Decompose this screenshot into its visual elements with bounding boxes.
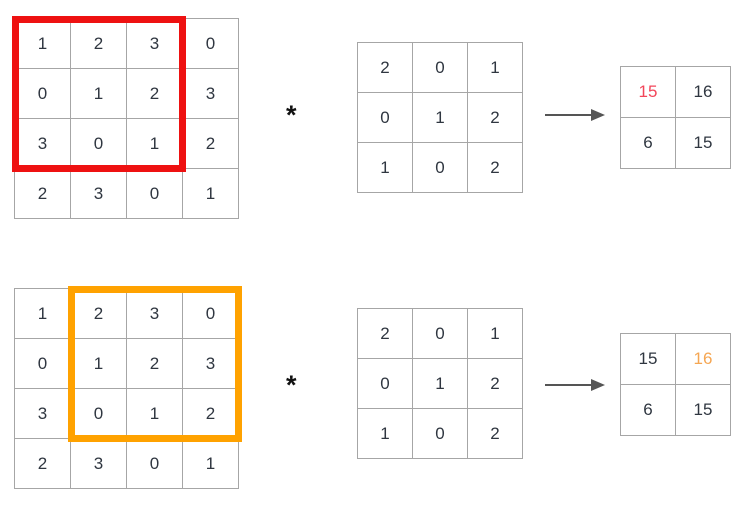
matrix-cell: 2 [183,119,238,168]
matrix-cell: 3 [127,19,182,68]
matrix-cell: 15 [676,118,730,168]
matrix-cell: 2 [15,169,70,218]
matrix-cell: 2 [468,359,522,408]
matrix-cell: 1 [358,409,412,458]
matrix-cell: 0 [15,339,70,388]
matrix-cell: 0 [413,143,467,192]
matrix-cell: 3 [183,69,238,118]
matrix-cell: 0 [183,289,238,338]
matrix-cell: 0 [413,43,467,92]
matrix-cell: 0 [358,359,412,408]
matrix-cell: 1 [413,359,467,408]
matrix-cell: 2 [183,389,238,438]
matrix-cell: 0 [183,19,238,68]
matrix-cell: 15 [621,67,675,117]
matrix-cell: 2 [358,309,412,358]
matrix-cell: 0 [413,409,467,458]
convolution-operator: * [286,100,297,130]
matrix-cell: 0 [71,389,126,438]
matrix-cell: 1 [183,169,238,218]
matrix-cell: 3 [127,289,182,338]
arrow-right-icon [545,379,605,391]
matrix-cell: 2 [358,43,412,92]
matrix-cell: 2 [468,409,522,458]
convolution-operator: * [286,370,297,400]
matrix-cell: 2 [468,143,522,192]
matrix-cell: 1 [71,339,126,388]
matrix-cell: 0 [127,169,182,218]
matrix-cell: 3 [15,119,70,168]
matrix-cell: 1 [127,119,182,168]
matrix-cell: 6 [621,118,675,168]
matrix-cell: 2 [15,439,70,488]
matrix-cell: 1 [15,289,70,338]
matrix-cell: 2 [71,289,126,338]
matrix-cell: 15 [676,385,730,435]
matrix-cell: 1 [468,309,522,358]
matrix-cell: 0 [15,69,70,118]
matrix-cell: 1 [468,43,522,92]
matrix-cell: 16 [676,334,730,384]
matrix-cell: 1 [15,19,70,68]
matrix-cell: 1 [358,143,412,192]
matrix-cell: 3 [15,389,70,438]
matrix-cell: 1 [413,93,467,142]
matrix-cell: 2 [71,19,126,68]
matrix-cell: 0 [71,119,126,168]
matrix-cell: 6 [621,385,675,435]
matrix-cell: 1 [127,389,182,438]
matrix-cell: 0 [358,93,412,142]
matrix-cell: 3 [71,169,126,218]
matrix-cell: 1 [183,439,238,488]
matrix-cell: 3 [183,339,238,388]
matrix-cell: 15 [621,334,675,384]
matrix-cell: 16 [676,67,730,117]
matrix-cell: 2 [468,93,522,142]
matrix-cell: 2 [127,69,182,118]
matrix-cell: 0 [413,309,467,358]
arrow-right-icon [545,109,605,121]
matrix-cell: 1 [71,69,126,118]
matrix-cell: 2 [127,339,182,388]
matrix-cell: 0 [127,439,182,488]
matrix-cell: 3 [71,439,126,488]
